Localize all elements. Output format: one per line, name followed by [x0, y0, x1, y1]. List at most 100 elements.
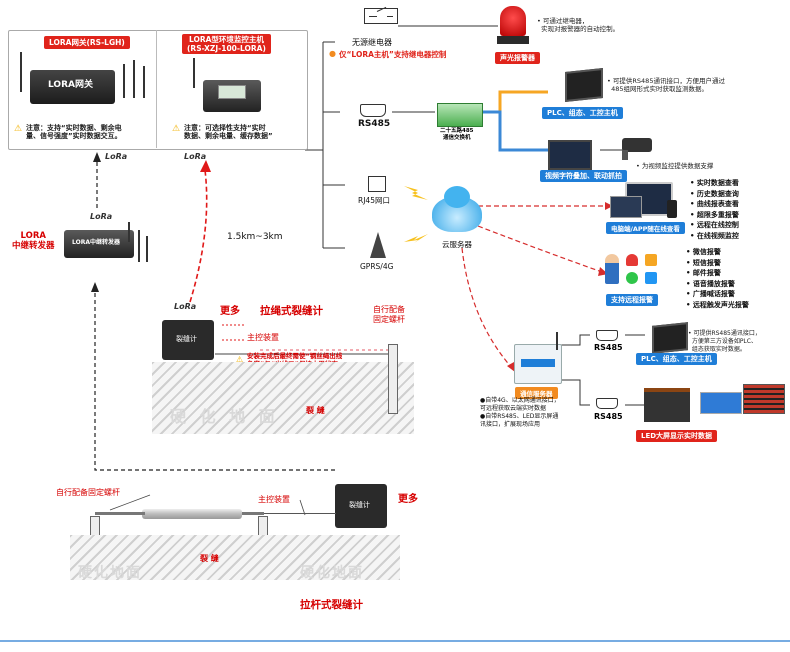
- pull-rod-more: 更多: [398, 494, 418, 505]
- lora-host-image: [203, 80, 261, 112]
- video-tag: 视频字符叠加、联动抓拍: [540, 170, 627, 182]
- relay-label: 无源继电器: [352, 38, 392, 47]
- comm-server-image: [514, 344, 562, 384]
- remote-alarm-tag: 支持远程报警: [606, 294, 658, 306]
- rs485-label: RS485: [358, 119, 391, 129]
- antenna-icon: [193, 58, 195, 88]
- cloud-label: 云服务器: [442, 240, 472, 249]
- comm-server-tag: 通信服务器: [515, 387, 558, 399]
- sms-icon: [645, 254, 657, 266]
- distance-label: 1.5km~3km: [227, 232, 283, 242]
- comm-rs485-label-2: RS485: [594, 412, 623, 421]
- antenna-icon: [123, 64, 125, 98]
- lora-logo: LoRa: [174, 302, 197, 311]
- rj45-label: RJ45网口: [358, 196, 390, 205]
- alarm-desc: • 可通过继电器， 实现对报警器的自动控制。: [537, 17, 620, 33]
- bell-icon: [626, 254, 638, 266]
- antenna-icon: [138, 230, 140, 262]
- pull-rod-title: 拉杆式裂缝计: [300, 599, 363, 611]
- plc-monitor-icon: [565, 68, 603, 102]
- pull-rod-bolt-label: 自行配备固定螺杆: [56, 488, 120, 497]
- laptop-image: [610, 196, 642, 218]
- pull-rod-ground-text-right: 硬化地面: [300, 565, 364, 581]
- pull-rod-crack-label: 裂 缝: [200, 554, 219, 563]
- rs485-converter-label: 二十五路485 通信交换机: [440, 128, 474, 141]
- pull-rope-bolt-label: 自行配备 固定螺杆: [373, 305, 405, 324]
- video-monitor-icon: [548, 140, 592, 170]
- antenna-icon: [20, 52, 22, 92]
- comm-plc-desc: • 可提供RS485通讯接口， 方便第三方设备如PLC、 组态获取实时数据。: [688, 330, 761, 353]
- pull-rod-ground: [70, 535, 400, 580]
- led-kiosk-image: [644, 388, 690, 422]
- relay-icon: [364, 6, 398, 24]
- cloud-icon-part: [444, 186, 470, 208]
- led-board-image: [743, 384, 785, 414]
- gateway-host-panel: [8, 30, 308, 150]
- rs485-converter-image: [437, 103, 483, 127]
- wechat-icon: [626, 272, 638, 284]
- gprs-tower-icon: [370, 232, 386, 258]
- led-screen-image: [700, 392, 742, 414]
- warning-icon: ⚠: [236, 355, 244, 364]
- camera-icon: [622, 138, 652, 152]
- panel-divider: [156, 30, 157, 148]
- pull-rope-more: 更多: [220, 306, 240, 317]
- lora-logo: LoRa: [184, 152, 207, 161]
- warning-icon: ⚠: [172, 124, 181, 134]
- pull-rod-main-device-label: 主控装置: [258, 495, 290, 504]
- plc-tag: PLC、组态、工控主机: [542, 107, 623, 119]
- led-tag: LED大屏显示实时数据: [636, 430, 718, 442]
- pull-rope-ground-text: 硬 化 地 面: [170, 407, 279, 426]
- relay-note-dot: ●: [329, 49, 336, 58]
- camera-desc: • 为视频监控提供数据支撑: [636, 162, 714, 170]
- lora-gateway-title: LORA网关(RS-LGH): [44, 36, 130, 49]
- alarm-light-base: [497, 36, 529, 44]
- pc-app-tag: 电脑端/APP随在线查看: [606, 222, 685, 234]
- alarm-tag: 声光报警器: [495, 52, 540, 64]
- antenna-icon: [556, 332, 558, 350]
- rj45-port-icon: [368, 176, 386, 192]
- relay-note: 仅“LORA主机”支持继电器控制: [339, 50, 447, 59]
- pull-rope-crack-label: 裂 缝: [306, 406, 325, 415]
- lora-host-title: LORA型环境监控主机 (RS-XZJ-100-LORA): [182, 34, 271, 54]
- antenna-icon: [128, 222, 130, 242]
- comm-plc-monitor-icon: [652, 322, 688, 354]
- pull-rope-main-device-label: 主控装置: [247, 333, 279, 342]
- pull-rod-device: 裂缝计: [335, 484, 387, 528]
- pull-rope-device: 裂缝计: [162, 320, 214, 360]
- phone-image: [667, 200, 677, 218]
- person-icon: [605, 254, 619, 284]
- relay-station-title: LORA 中继转发器: [12, 231, 55, 252]
- pull-rod-ground-text-left: 硬化地面: [78, 565, 142, 581]
- lora-logo: LoRa: [105, 152, 128, 161]
- antenna-icon: [143, 66, 145, 98]
- mail-icon: [645, 272, 657, 284]
- pull-rope-title: 拉绳式裂缝计: [260, 305, 323, 317]
- gprs-label: GPRS/4G: [360, 262, 394, 271]
- pull-rod-cylinder: [142, 509, 242, 519]
- comm-server-desc: ●自带4G、以太网通讯接口， 可远程获取云端实时数据 ●自带RS485、LED显…: [480, 397, 560, 428]
- lora-relay-image: LORA中继转发器: [64, 230, 134, 258]
- remote-alarm-list: • 微信报警 • 短信报警 • 邮件报警 • 语音播放报警 • 广播喊话报警 •…: [686, 248, 749, 309]
- pull-rope-ground: [152, 362, 414, 434]
- camera-lens: [622, 150, 628, 160]
- pc-app-list: • 实时数据查看 • 历史数据查询 • 曲线报表查看 • 超限多重报警 • 远程…: [690, 179, 739, 240]
- pull-rod-shaft: [95, 512, 145, 515]
- plc-desc: • 可提供RS485通讯接口，方便用户通过 485组网形式实时获取监测数据。: [607, 77, 725, 93]
- comm-rs485-label-1: RS485: [594, 343, 623, 352]
- comm-plc-tag: PLC、组态、工控主机: [636, 353, 717, 365]
- lora-host-note: 注意：可选择性支持“实时 数据、剩余电量、缓存数据”: [184, 124, 273, 141]
- pull-rod-shaft-right: [242, 512, 264, 515]
- rs485-port-icon: [596, 330, 618, 341]
- lora-gateway-note: 注意：支持“实时数据、剩余电 量、信号强度”实时数据交互。: [26, 124, 122, 141]
- pull-rod-wire: [264, 513, 336, 514]
- lora-gateway-image: LORA网关: [30, 70, 115, 104]
- antenna-icon: [146, 236, 148, 262]
- lora-logo: LoRa: [90, 212, 113, 221]
- pull-rope-bolt-post: [388, 344, 398, 414]
- warning-icon: ⚠: [14, 124, 23, 134]
- rs485-port-icon: [360, 104, 386, 117]
- alarm-light-icon: [500, 6, 526, 36]
- rs485-port-icon: [596, 398, 618, 409]
